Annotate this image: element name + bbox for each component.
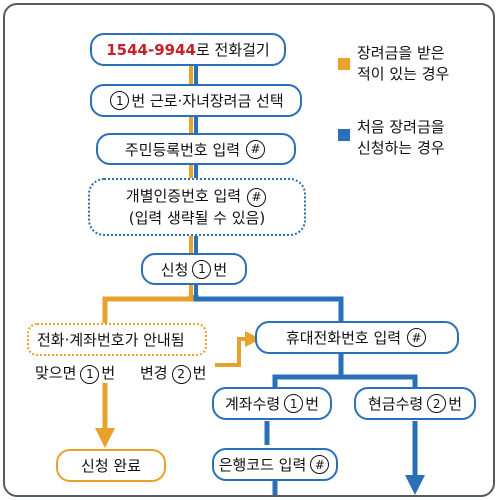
legend-received-line2: 적이 있는 경우	[357, 65, 450, 83]
call-suffix: 로 전화걸기	[195, 41, 270, 59]
pin-line1: 개별인증번호 입력 #	[126, 185, 268, 207]
step-complete: 신청 완료	[56, 449, 166, 482]
step-mobile: 휴대전화번호 입력 #	[255, 321, 459, 354]
connector-lines	[95, 35, 425, 495]
legend-first: 처음 장려금을 신청하는 경우	[357, 117, 445, 159]
hash-key-icon: #	[247, 187, 267, 207]
blue-branch-right	[193, 295, 344, 323]
change-text: 변경	[140, 364, 168, 382]
legend-first-line1: 처음 장려금을	[357, 118, 445, 136]
bank-code-text: 은행코드 입력	[218, 456, 307, 474]
legend-received-line1: 장려금을 받은	[357, 44, 445, 62]
pin-text: 개별인증번호 입력	[125, 187, 242, 205]
orange-branch-left	[102, 295, 194, 323]
hash-key-icon: #	[407, 328, 427, 347]
apply-suffix: 번	[213, 260, 228, 279]
step-bank-code: 은행코드 입력 #	[212, 448, 338, 481]
cash-receive-text: 현금수령	[367, 395, 424, 413]
mobile-text: 휴대전화번호 입력	[285, 329, 402, 347]
change-suffix: 번	[192, 364, 207, 382]
legend-received: 장려금을 받은 적이 있는 경우	[357, 43, 449, 85]
hash-key-icon: #	[246, 139, 266, 159]
call-number: 1544-9944	[106, 40, 196, 59]
legend-first-line2: 신청하는 경우	[357, 139, 445, 157]
circled-number: 2	[427, 394, 447, 413]
confirm-text: 맞으면	[35, 364, 77, 382]
cash-receive-suffix: 번	[448, 395, 462, 413]
step-pin: 개별인증번호 입력 # (입력 생략될 수 있음)	[88, 178, 306, 236]
legend-orange-swatch	[338, 58, 350, 70]
circled-number: 1	[192, 259, 212, 279]
circled-number: 1	[110, 91, 130, 110]
account-guide-line1: 전화·계좌번호가 안내됨	[37, 331, 185, 349]
circled-number: 1	[284, 394, 304, 413]
account-receive-text: 계좌수령	[224, 395, 281, 413]
apply-text: 신청	[160, 260, 189, 279]
pin-line2: (입력 생략될 수 있음)	[128, 209, 266, 227]
account-receive-suffix: 번	[305, 395, 319, 413]
blue-split	[272, 374, 418, 389]
step-account-guide: 전화·계좌번호가 안내됨	[27, 323, 207, 356]
complete-text: 신청 완료	[81, 457, 141, 475]
resident-text: 주민등록번호 입력	[124, 140, 241, 159]
confirm-suffix: 번	[101, 364, 116, 382]
hash-key-icon: #	[310, 455, 330, 474]
legend-blue-swatch	[338, 129, 350, 141]
step-resident-number: 주민등록번호 입력 #	[96, 133, 296, 165]
circled-number: 1	[80, 364, 100, 384]
orange-change-arrow	[215, 331, 261, 367]
circled-number: 2	[171, 364, 191, 384]
select-text: 번 근로·자녀장려금 선택	[131, 92, 284, 110]
